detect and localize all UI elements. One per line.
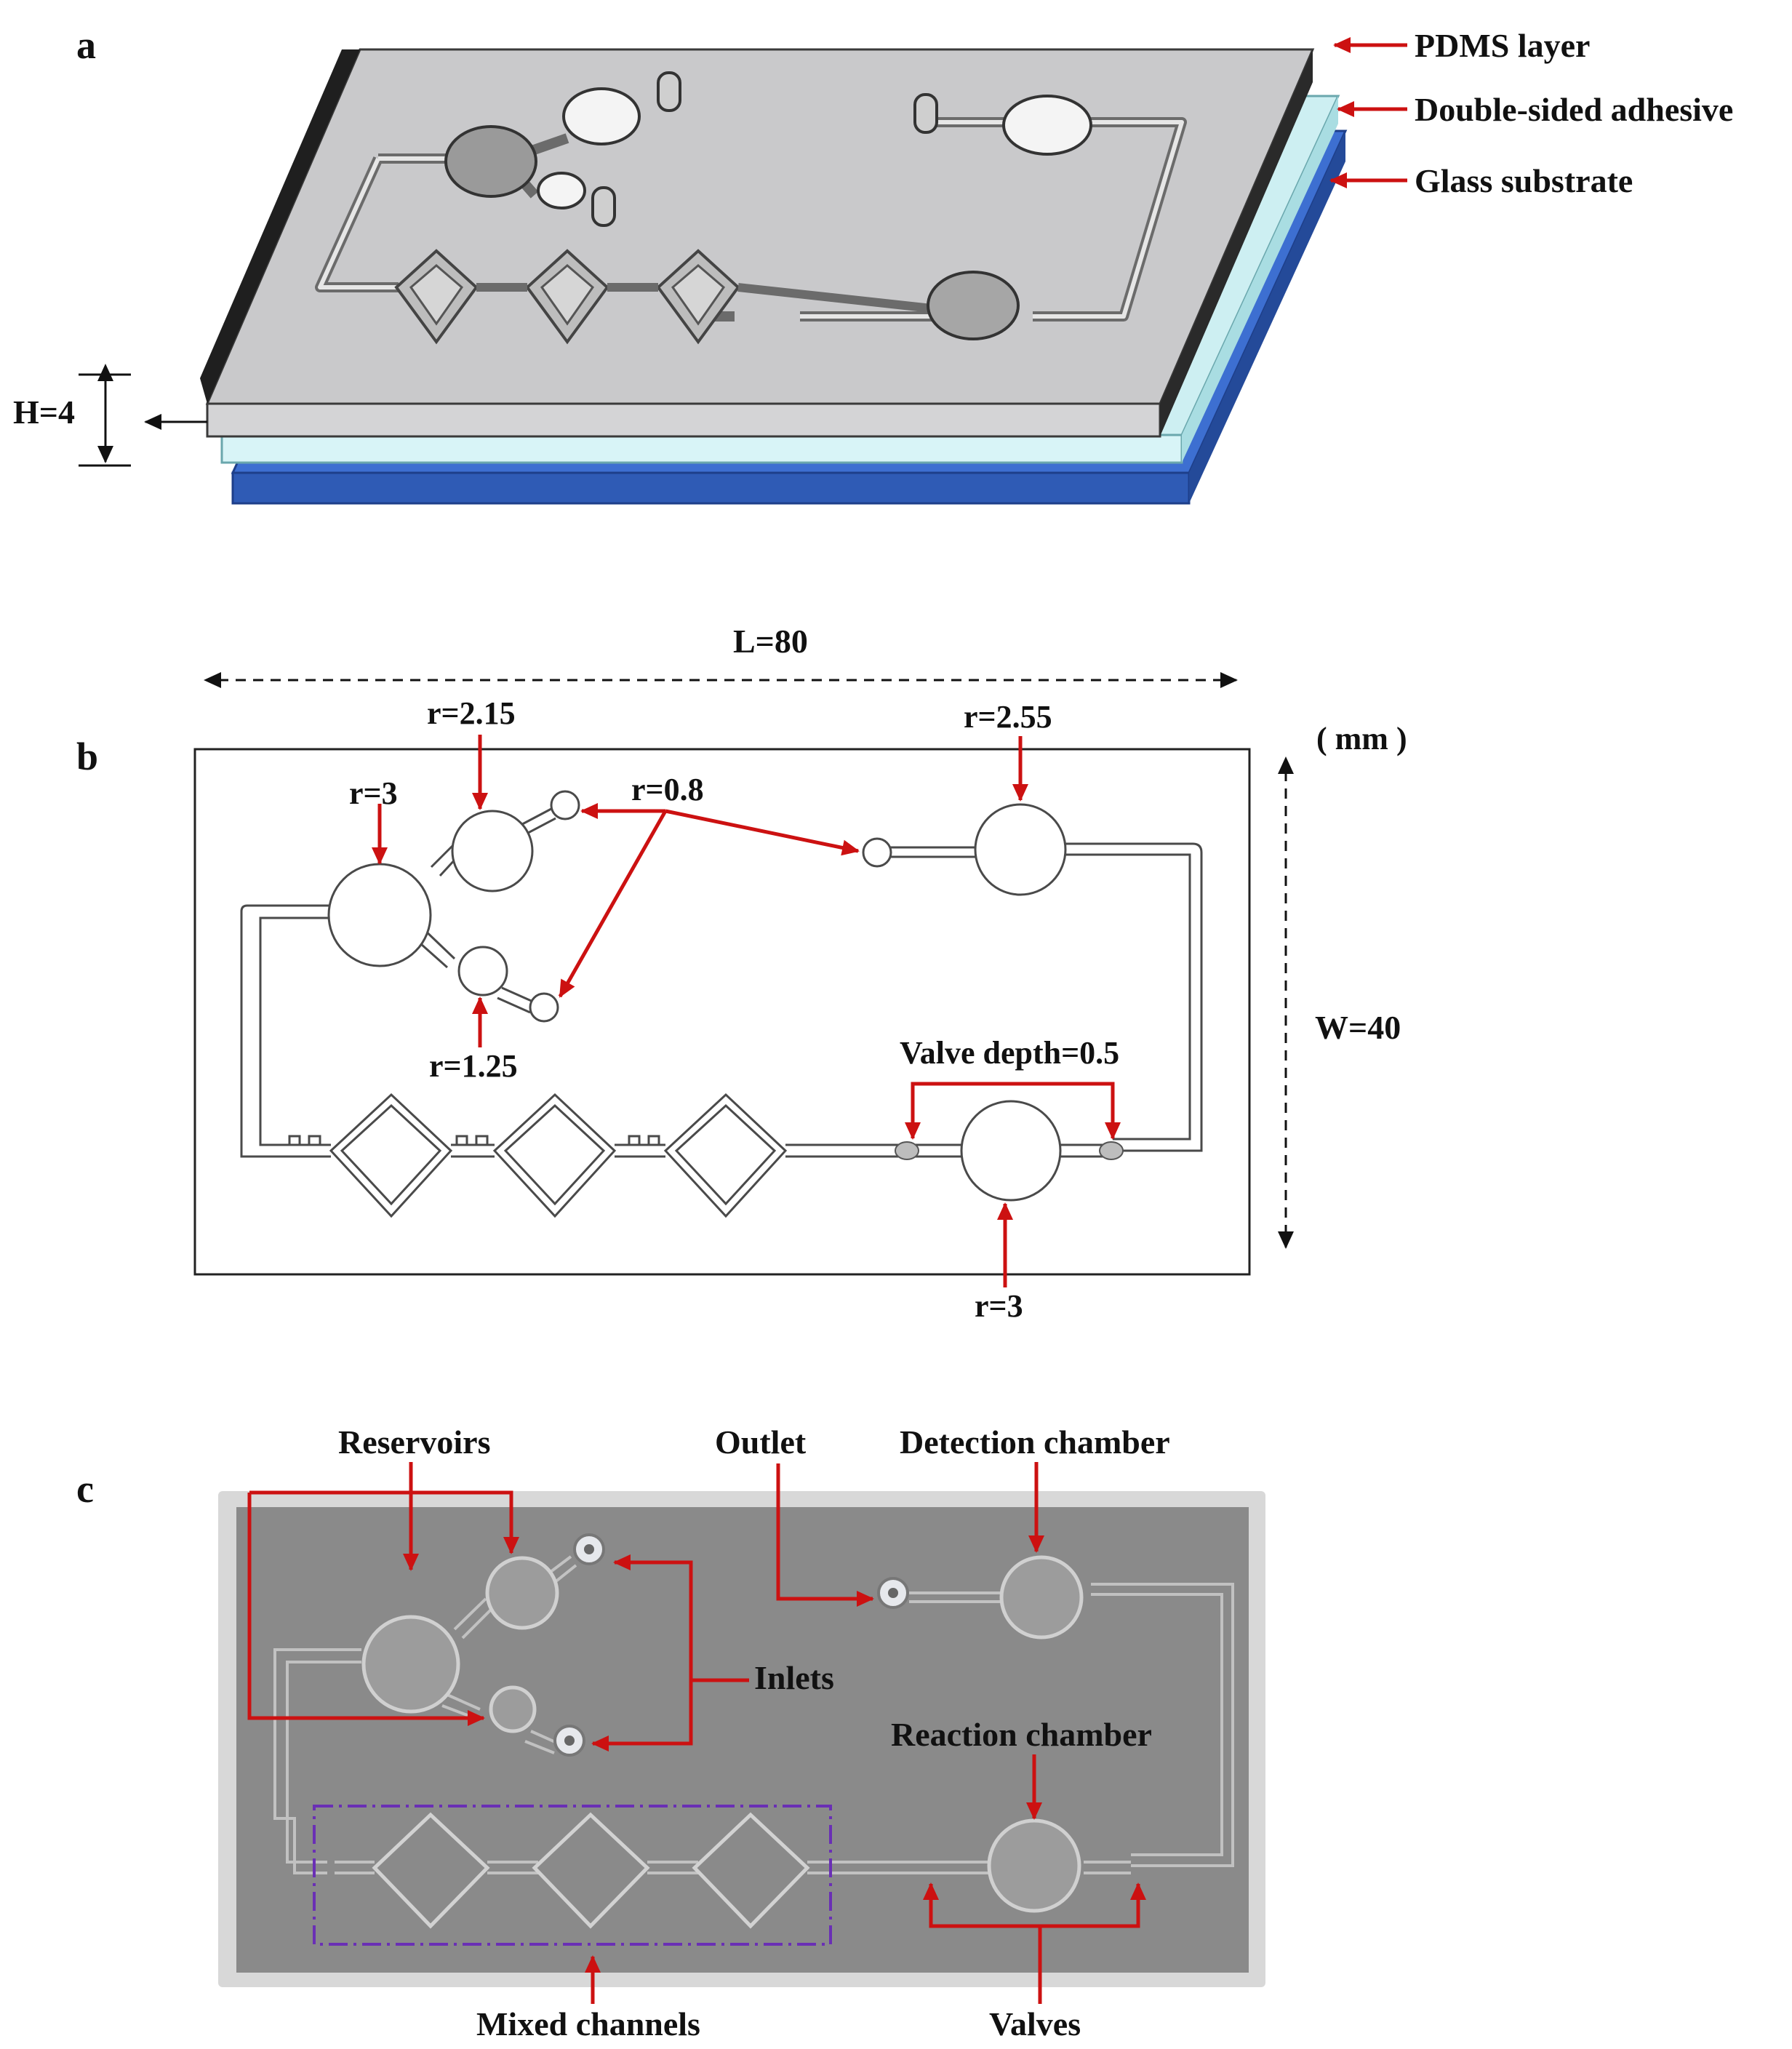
r-large-label: r=3 xyxy=(349,775,398,811)
height-label: H=4 xyxy=(13,394,75,431)
reservoirs-label: Reservoirs xyxy=(338,1423,490,1461)
chambers-photo xyxy=(361,1555,1084,1913)
mixed-channels-box xyxy=(313,1805,832,1946)
panel-b: b L=80 W=40 ( mm ) xyxy=(76,623,1407,1324)
chambers-3d xyxy=(444,71,1092,340)
inlets-label: Inlets xyxy=(754,1659,834,1696)
panel-a-label: a xyxy=(76,23,96,67)
r-ports-label: r=0.8 xyxy=(631,772,704,807)
mixing-diamonds-2d xyxy=(329,1093,788,1218)
r-upper-label: r=2.15 xyxy=(427,695,516,731)
valves-2d xyxy=(895,1141,1124,1160)
valve-depth-label: Valve depth=0.5 xyxy=(900,1035,1119,1071)
adhesive-label: Double-sided adhesive xyxy=(1415,91,1733,128)
unit-label: ( mm ) xyxy=(1316,721,1407,756)
r-detection-label: r=2.55 xyxy=(964,699,1052,735)
panel-c-label: c xyxy=(76,1467,94,1511)
width-label: W=40 xyxy=(1315,1009,1401,1046)
panel-c: c xyxy=(76,1423,1265,2042)
mixing-diamonds-photo xyxy=(372,1812,810,1929)
glass-label: Glass substrate xyxy=(1415,162,1633,199)
pdms-label: PDMS layer xyxy=(1415,27,1590,64)
height-dimension xyxy=(79,364,207,467)
reaction-chamber-label: Reaction chamber xyxy=(891,1716,1152,1753)
panel-b-label: b xyxy=(76,735,98,778)
outlet-label: Outlet xyxy=(715,1423,807,1461)
detection-chamber-label: Detection chamber xyxy=(900,1423,1170,1461)
chambers-2d xyxy=(327,790,1067,1202)
panel-a: a xyxy=(13,23,1733,505)
mixed-channels-label: Mixed channels xyxy=(476,2005,700,2042)
valves-label: Valves xyxy=(989,2005,1081,2042)
channel-network-photo xyxy=(273,1555,1234,1874)
r-lower-label: r=1.25 xyxy=(429,1048,518,1084)
r-reaction-label: r=3 xyxy=(975,1288,1023,1324)
length-label: L=80 xyxy=(733,623,808,660)
